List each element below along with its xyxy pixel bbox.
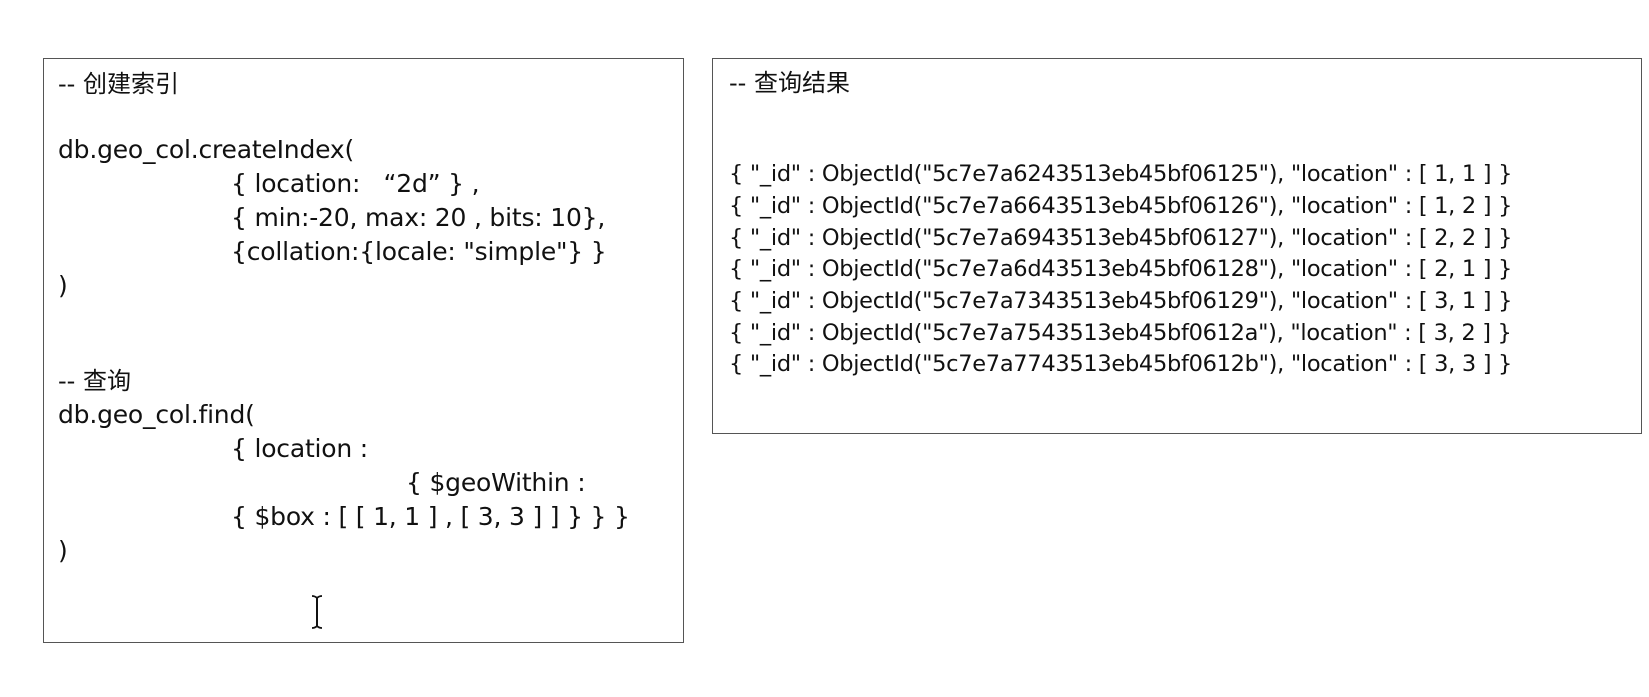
create-index-line-3: { min:-20, max: 20 , bits: 10}, xyxy=(231,203,606,232)
result-row: { "_id" : ObjectId("5c7e7a7543513eb45bf0… xyxy=(729,320,1512,346)
query-line-2: { location : xyxy=(231,434,369,463)
text-cursor-icon xyxy=(311,595,323,629)
result-row: { "_id" : ObjectId("5c7e7a7743513eb45bf0… xyxy=(729,351,1513,377)
result-row: { "_id" : ObjectId("5c7e7a7343513eb45bf0… xyxy=(729,288,1513,314)
create-index-query-panel: -- 创建索引 db.geo_col.createIndex( { locati… xyxy=(43,58,684,643)
comment-create-index: -- 创建索引 xyxy=(58,70,179,98)
result-row: { "_id" : ObjectId("5c7e7a6d43513eb45bf0… xyxy=(729,256,1513,282)
comment-query: -- 查询 xyxy=(58,367,131,395)
query-line-1: db.geo_col.find( xyxy=(58,400,255,429)
result-row: { "_id" : ObjectId("5c7e7a6243513eb45bf0… xyxy=(729,161,1513,187)
result-row: { "_id" : ObjectId("5c7e7a6943513eb45bf0… xyxy=(729,225,1513,251)
query-line-5: ) xyxy=(58,536,68,565)
create-index-line-2: { location: “2d” } , xyxy=(231,169,480,198)
query-line-3: { $geoWithin : xyxy=(406,468,586,497)
comment-query-result: -- 查询结果 xyxy=(729,69,850,97)
query-line-4: { $box : [ [ 1, 1 ] , [ 3, 3 ] ] } } } xyxy=(231,502,630,531)
result-row: { "_id" : ObjectId("5c7e7a6643513eb45bf0… xyxy=(729,193,1513,219)
create-index-line-1: db.geo_col.createIndex( xyxy=(58,135,354,164)
query-result-panel: -- 查询结果 { "_id" : ObjectId("5c7e7a624351… xyxy=(712,58,1642,434)
create-index-line-5: ) xyxy=(58,271,68,300)
create-index-line-4: {collation:{locale: "simple"} } xyxy=(231,237,607,266)
